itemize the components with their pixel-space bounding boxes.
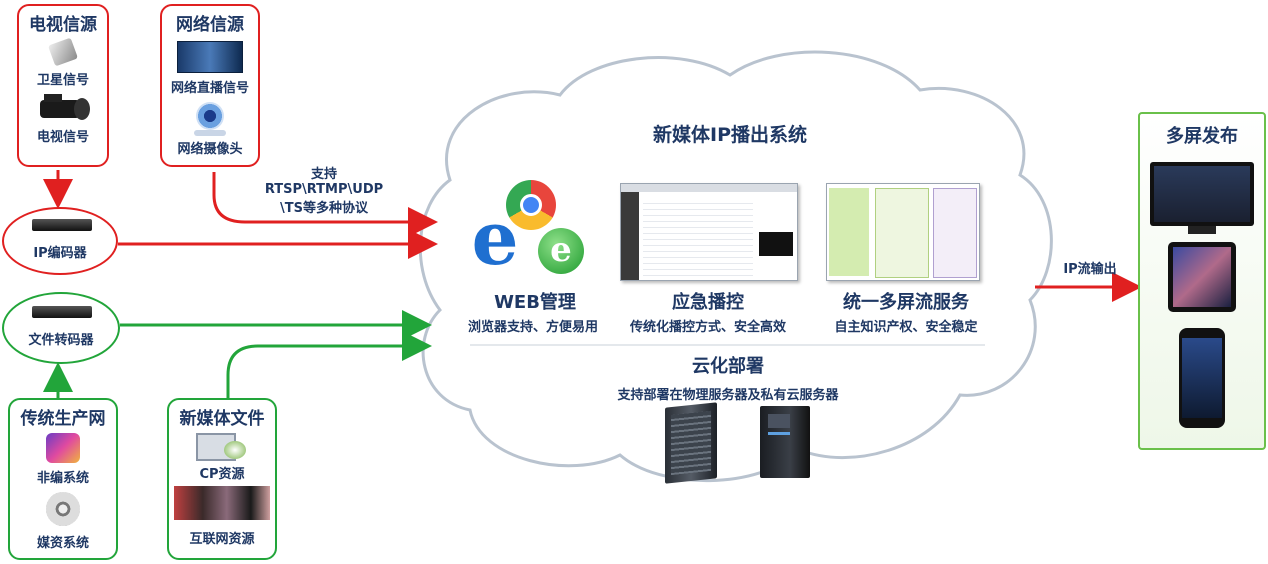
cloud-title: 新媒体IP播出系统 [653,124,807,146]
file-transcoder-label: 文件转码器 [28,333,94,348]
cloud-deploy-title: 云化部署 [692,356,764,377]
satellite-label: 卫星信号 [36,73,89,88]
live-signal-label: 网络直播信号 [170,81,249,96]
traditional-production-box: 传统生产网 非编系统 媒资系统 [8,398,118,560]
newmedia-to-cloud-arrow [226,331,432,398]
satellite-icon [47,37,79,67]
cp-label: CP资源 [199,467,245,482]
network-source-box: 网络信源 网络直播信号 网络摄像头 [160,4,260,167]
tablet-icon [1168,242,1236,312]
ie-icon: e [471,196,519,282]
tv-signal-label: 电视信号 [36,130,89,145]
rack-server-icon [665,402,717,484]
tv-screen-icon [1150,162,1254,234]
protocol-line3: \TS等多种协议 [280,201,368,216]
protocol-line1: 支持 [310,167,337,182]
emergency-control-screenshot [620,183,798,281]
internet-label: 互联网资源 [189,532,255,547]
webcam-icon [190,102,230,136]
ip-encoder-label: IP编码器 [33,246,87,261]
browser-icons: e e [460,178,600,288]
green-browser-icon: e [538,228,584,274]
tower-server-icon [760,406,810,478]
protocol-line2: RTSP\RTMP\UDP [264,182,384,197]
emergency-control-title: 应急播控 [672,292,744,313]
cloud-deploy-desc: 支持部署在物理服务器及私有云服务器 [617,388,839,403]
emergency-control-desc: 传统化播控方式、安全高效 [629,320,786,335]
internet-resource-thumbnail [174,486,270,520]
live-broadcast-icon [177,41,243,73]
new-media-files-box: 新媒体文件 CP资源 互联网资源 [167,398,277,560]
web-management-title: WEB管理 [494,292,576,313]
media-asset-label: 媒资系统 [36,536,89,551]
traditional-title: 传统生产网 [20,409,106,429]
video-camera-icon [34,92,92,122]
nonlinear-label: 非编系统 [36,471,89,486]
network-to-cloud-arrow [212,172,438,237]
multiscreen-diagram-thumbnail [826,183,980,281]
film-reel-icon [46,492,80,526]
ip-output-label: IP流输出 [1063,262,1117,277]
nonlinear-editor-icon [46,433,80,463]
phone-icon [1179,328,1225,428]
web-management-desc: 浏览器支持、方便易用 [467,320,598,335]
multiscreen-service-title: 统一多屏流服务 [843,292,969,313]
multiscreen-publish-panel: 多屏发布 [1138,112,1266,450]
tv-source-box: 电视信源 卫星信号 电视信号 [17,4,109,167]
webcam-label: 网络摄像头 [177,142,243,157]
ip-encoder-node: IP编码器 [2,207,118,275]
protocol-note: 支持 RTSP\RTMP\UDP \TS等多种协议 [246,163,402,216]
tv-source-title: 电视信源 [29,15,97,35]
network-source-title: 网络信源 [176,15,244,35]
file-transcoder-node: 文件转码器 [2,292,120,364]
chrome-icon [506,180,556,230]
cp-resource-icon [196,433,248,461]
encoder-device-icon [32,219,92,231]
transcoder-device-icon [32,306,92,318]
multiscreen-service-desc: 自主知识产权、安全稳定 [834,320,978,335]
newmedia-title: 新媒体文件 [179,409,265,429]
multiscreen-publish-title: 多屏发布 [1166,126,1238,147]
